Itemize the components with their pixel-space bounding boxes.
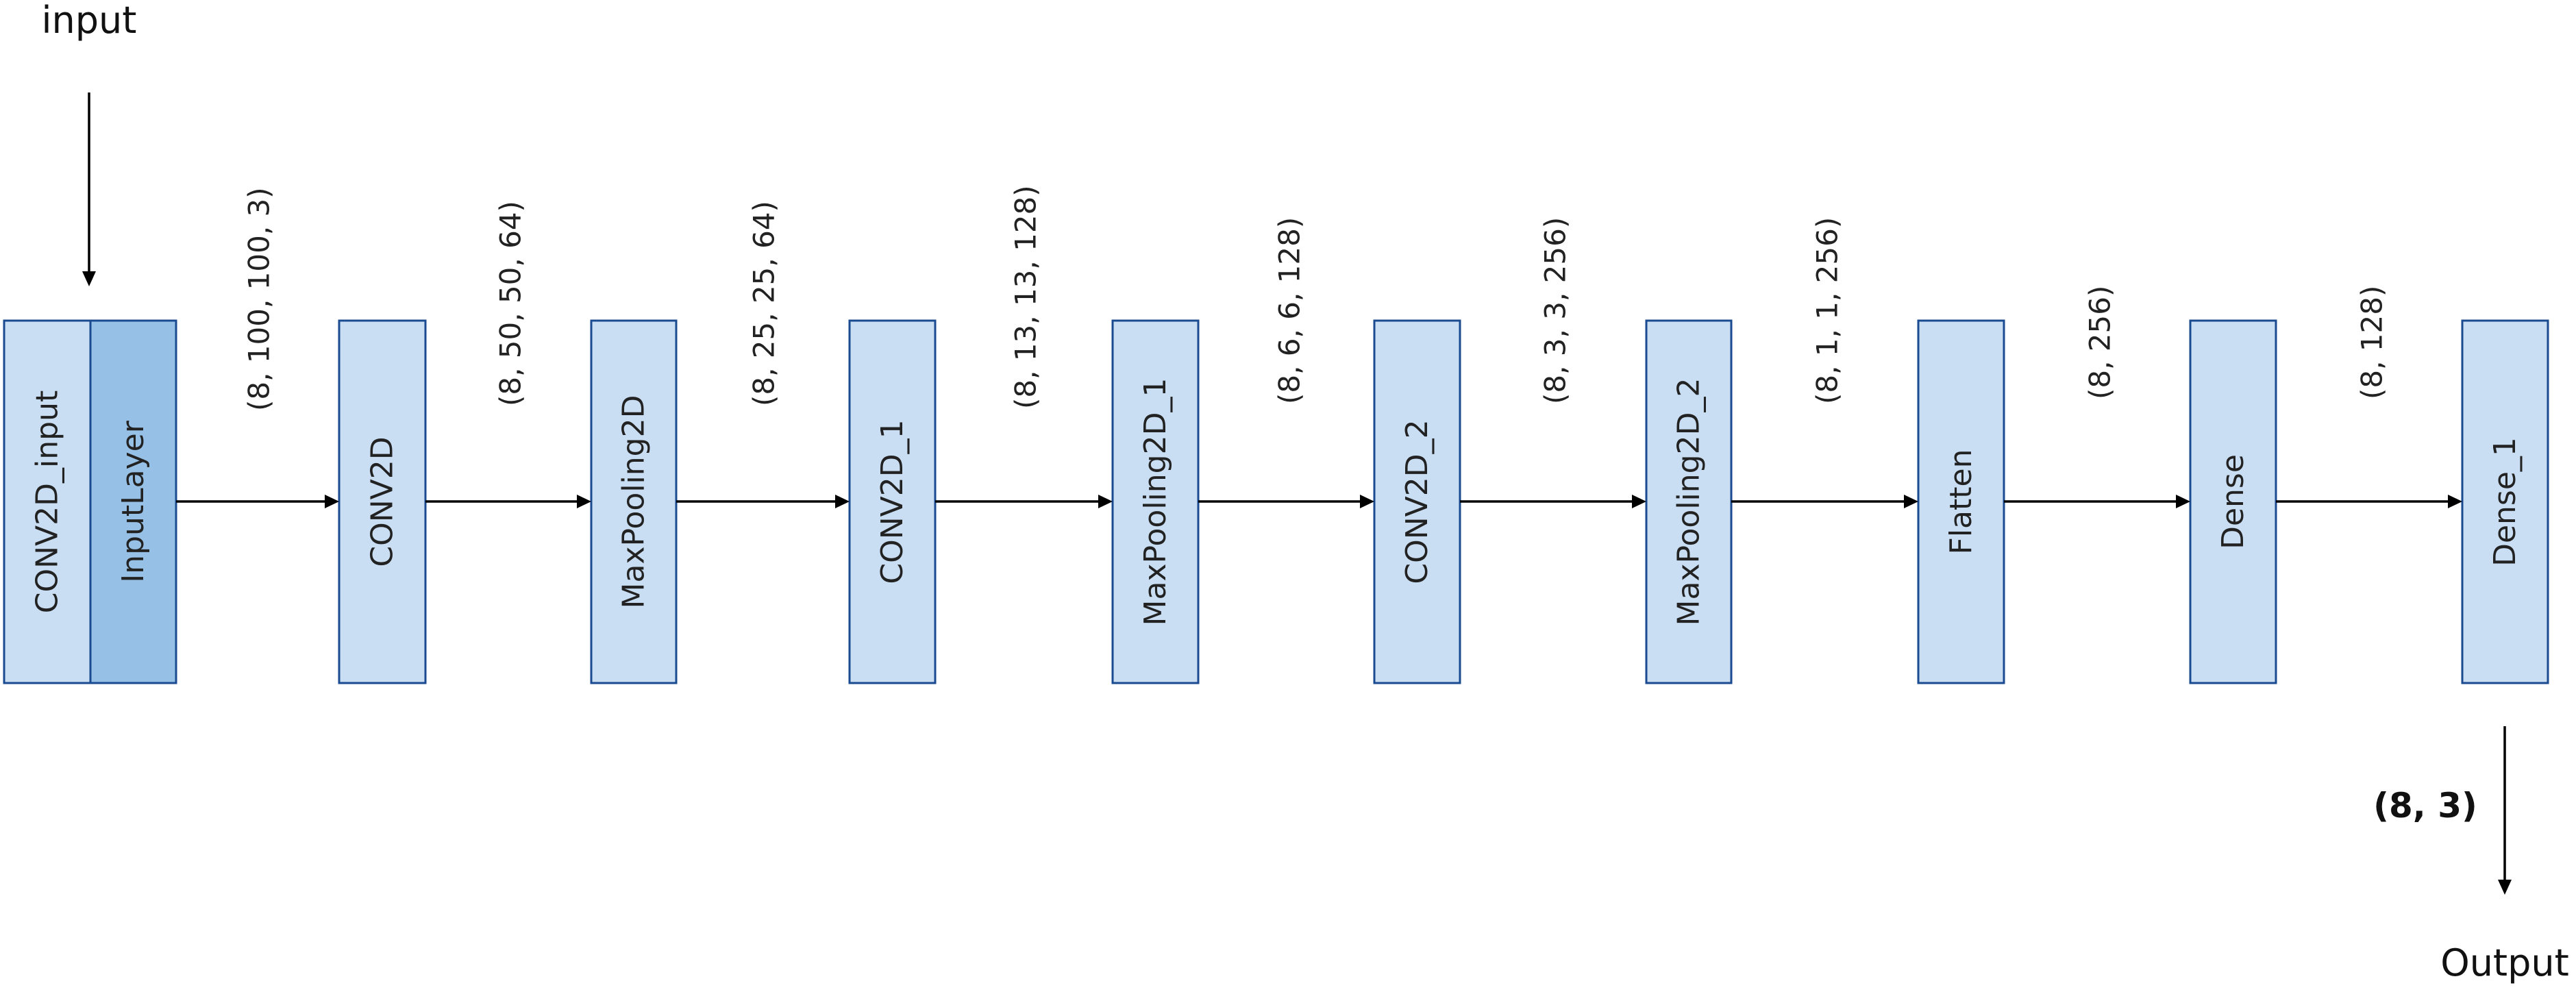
connection-arrow-head xyxy=(577,495,591,508)
layer-box xyxy=(1111,319,1200,684)
layer-box xyxy=(1917,319,2005,684)
layer-box xyxy=(338,319,427,684)
layer-maxpooling2d-2: MaxPooling2D_2 xyxy=(1645,319,1733,684)
tensor-shape-label: (8, 1, 1, 256) xyxy=(1811,217,1844,404)
layer-label: MaxPooling2D_2 xyxy=(1672,378,1707,626)
layer-conv2d-2: CONV2D_2 xyxy=(1373,319,1461,684)
output-label: Output xyxy=(2440,941,2569,984)
layer-label: CONV2D xyxy=(365,436,400,567)
output-shape-label: (8, 3) xyxy=(2373,786,2477,826)
tensor-shape-label: (8, 13, 13, 128) xyxy=(1009,185,1043,409)
layer-maxpooling2d-1: MaxPooling2D_1 xyxy=(1111,319,1200,684)
layer-inputlayer: InputLayer xyxy=(89,319,177,684)
connection-1: (8, 100, 100, 3) xyxy=(176,187,339,508)
connection-arrow-head xyxy=(1098,495,1113,508)
connection-arrow-head xyxy=(835,495,850,508)
layer-box xyxy=(2461,319,2549,684)
layer-label: Dense_1 xyxy=(2488,437,2523,567)
layer-label: Flatten xyxy=(1944,449,1979,555)
tensor-shape-label: (8, 25, 25, 64) xyxy=(747,201,781,406)
layer-dense: Dense xyxy=(2189,319,2277,684)
connection-arrow-head xyxy=(2448,495,2462,508)
layer-label: MaxPooling2D_1 xyxy=(1138,378,1173,626)
layer-label: Dense xyxy=(2216,454,2251,549)
connection-arrow-head xyxy=(1360,495,1374,508)
layer-label: CONV2D_2 xyxy=(1400,419,1435,584)
tensor-shape-label: (8, 100, 100, 3) xyxy=(243,187,276,411)
layer-conv2d-1: CONV2D_1 xyxy=(848,319,937,684)
connection-4: (8, 13, 13, 128) xyxy=(935,185,1113,508)
layer-flatten: Flatten xyxy=(1917,319,2005,684)
layer-conv2d: CONV2D xyxy=(338,319,427,684)
connection-arrow-head xyxy=(325,495,339,508)
tensor-shape-label: (8, 3, 3, 256) xyxy=(1539,217,1572,404)
layer-conv2d-input: CONV2D_input xyxy=(3,319,92,684)
connection-3: (8, 25, 25, 64) xyxy=(676,201,850,508)
connection-2: (8, 50, 50, 64) xyxy=(425,201,591,508)
connection-arrow-head xyxy=(2176,495,2190,508)
layer-label: CONV2D_input xyxy=(30,390,65,613)
layer-box xyxy=(2189,319,2277,684)
layer-box xyxy=(89,319,177,684)
tensor-shape-label: (8, 256) xyxy=(2083,286,2117,399)
connection-5: (8, 6, 6, 128) xyxy=(1198,217,1374,508)
layer-dense-1: Dense_1 xyxy=(2461,319,2549,684)
layer-label: InputLayer xyxy=(116,420,151,583)
layer-maxpooling2d: MaxPooling2D xyxy=(590,319,678,684)
connection-arrow-head xyxy=(1632,495,1646,508)
output-arrow-head xyxy=(2498,880,2512,895)
layer-label: MaxPooling2D xyxy=(617,395,652,609)
input-arrow-head xyxy=(82,271,96,286)
layer-label: CONV2D_1 xyxy=(875,419,910,584)
connection-6: (8, 3, 3, 256) xyxy=(1460,217,1646,508)
tensor-shape-label: (8, 50, 50, 64) xyxy=(494,201,528,406)
tensor-shape-label: (8, 6, 6, 128) xyxy=(1273,217,1306,404)
connection-8: (8, 256) xyxy=(2004,286,2190,508)
input-label: input xyxy=(42,0,137,42)
connection-arrow-head xyxy=(1904,495,1918,508)
connection-9: (8, 128) xyxy=(2276,286,2462,508)
connection-7: (8, 1, 1, 256) xyxy=(1731,217,1918,508)
tensor-shape-label: (8, 128) xyxy=(2355,286,2389,399)
